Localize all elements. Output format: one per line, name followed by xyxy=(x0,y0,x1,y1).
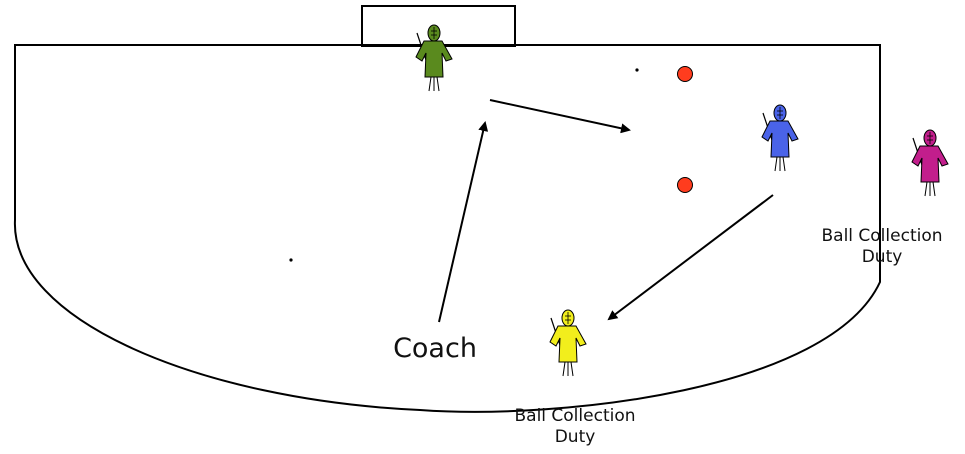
ball-collection-line1: Ball Collection xyxy=(514,406,636,426)
ball xyxy=(677,66,693,82)
goal xyxy=(361,5,516,47)
player-blue-icon xyxy=(761,104,799,172)
arrow-coach-pass xyxy=(438,121,489,323)
player-yellow-icon xyxy=(549,309,587,377)
shooting-circle xyxy=(13,44,881,413)
ball-collection-line2: Duty xyxy=(861,247,903,268)
coach-label: Coach xyxy=(393,333,477,364)
arrow-blue-to-yellow xyxy=(607,194,774,321)
ball-collection-line1: Ball Collection xyxy=(821,226,943,246)
marker-dot xyxy=(289,258,293,262)
marker-dot xyxy=(635,68,639,72)
ball-collection-label-right: Ball Collection Duty xyxy=(812,226,952,269)
ball xyxy=(677,177,693,193)
arrow-green-to-blue xyxy=(489,99,631,134)
ball-collection-label-bottom: Ball Collection Duty xyxy=(505,406,645,449)
ball-collection-line2: Duty xyxy=(554,427,596,448)
player-magenta-icon xyxy=(911,129,949,197)
